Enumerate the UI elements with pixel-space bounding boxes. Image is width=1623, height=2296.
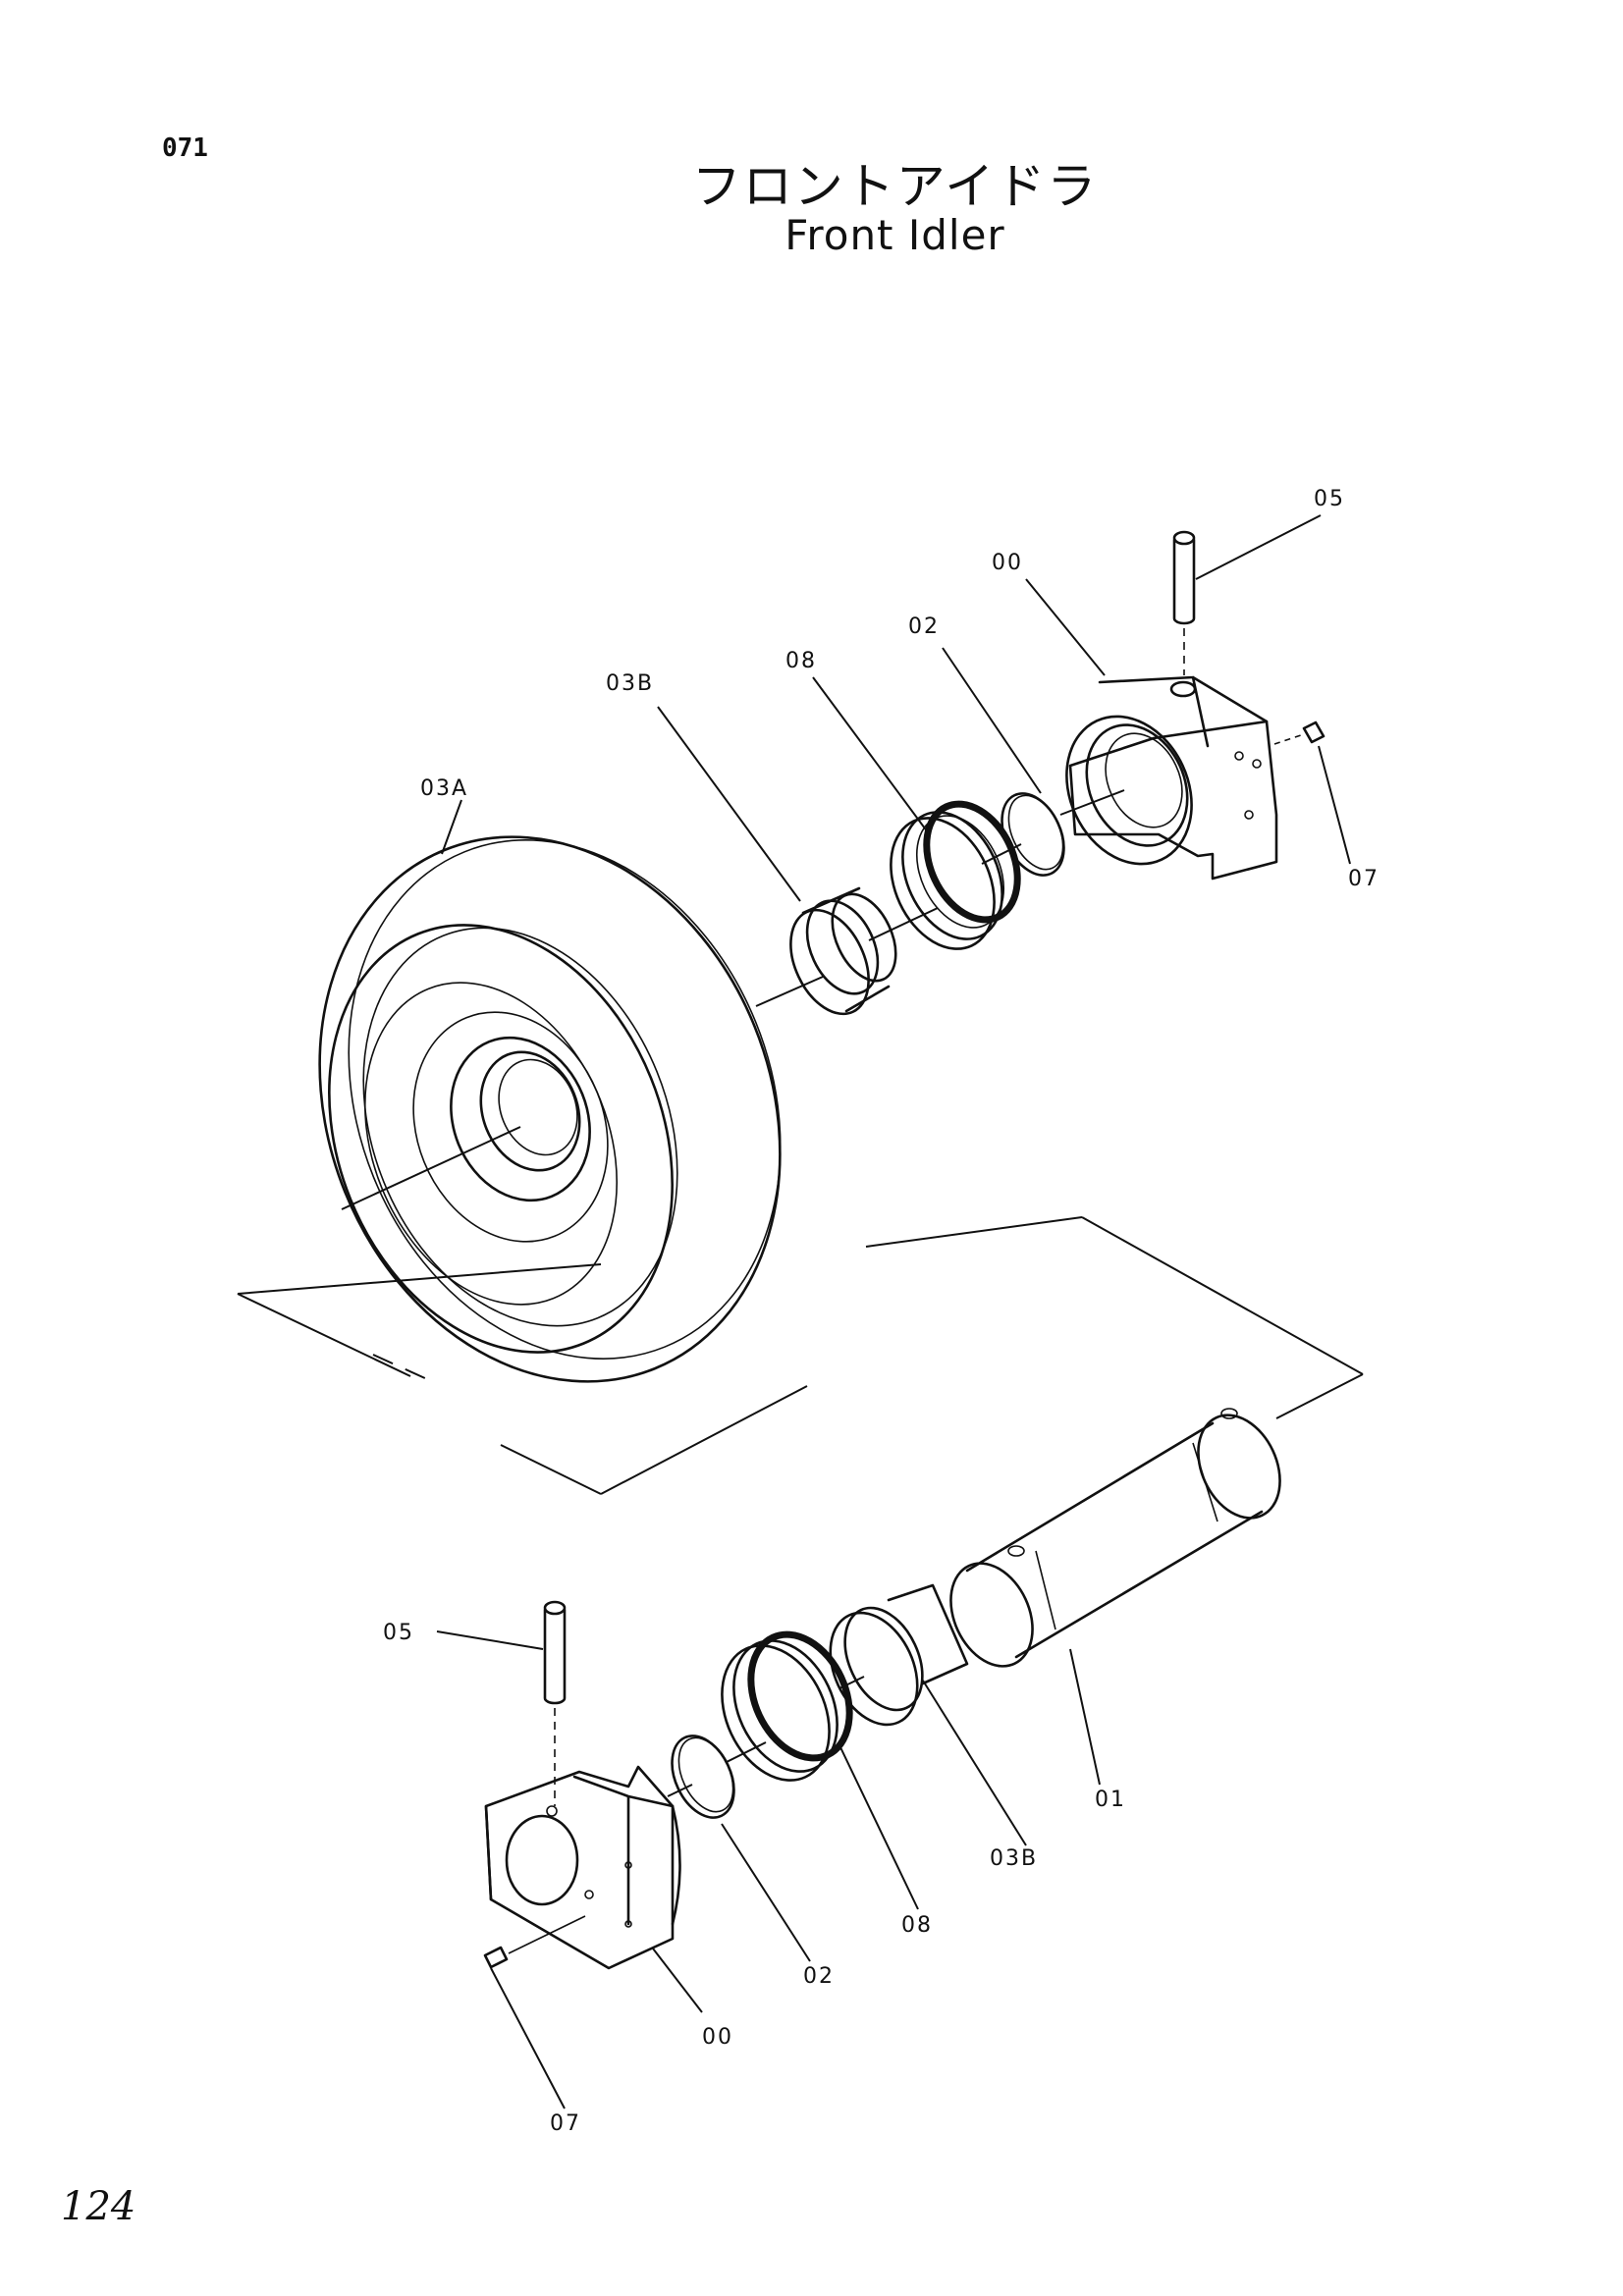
callout-02-lower: 02 [803, 1964, 835, 1989]
handwritten-page-number: 124 [61, 2184, 136, 2229]
pin-05-lower [543, 1600, 567, 1806]
set-screw-07-lower [483, 1915, 586, 1969]
axis-line-upper-5 [1059, 789, 1125, 816]
callout-00-lower: 00 [702, 2025, 733, 2050]
callout-03b-lower: 03B [990, 1846, 1038, 1871]
callout-07-upper: 07 [1348, 867, 1380, 891]
axis-line-upper-3 [868, 907, 939, 941]
callout-03a: 03A [420, 776, 468, 801]
callout-05-lower: 05 [383, 1621, 414, 1645]
title-english: Front Idler [784, 211, 1005, 259]
callout-03b-upper: 03B [606, 671, 654, 696]
seal-08-upper [890, 800, 1021, 950]
idler-wheel-03a [318, 835, 782, 1383]
set-screw-07-upper [1273, 721, 1325, 745]
callout-05-upper: 05 [1314, 487, 1345, 511]
callout-07-lower: 07 [550, 2111, 581, 2136]
axis-line-upper-2 [755, 976, 824, 1007]
pin-05-upper [1172, 530, 1196, 675]
callout-02-upper: 02 [908, 614, 940, 639]
section-number: 071 [162, 133, 208, 163]
seal-08-lower [721, 1630, 853, 1782]
support-block-00-upper [1065, 675, 1278, 881]
axis-line-upper-4 [981, 843, 1022, 865]
callout-00-upper: 00 [992, 551, 1023, 575]
callout-leaders [436, 514, 1351, 2109]
axis-line-lower-1 [726, 1741, 767, 1763]
callout-labels: 05 00 02 08 03B 03A 07 05 01 03B 08 02 0… [383, 487, 1380, 2136]
o-ring-02-upper [1001, 792, 1065, 877]
callout-08-lower: 08 [901, 1913, 933, 1938]
assembly-plane-outline [237, 1216, 1364, 1495]
axis-line-upper-1 [341, 1126, 521, 1210]
bushing-03b-upper [789, 886, 897, 1016]
support-block-00-lower [484, 1765, 681, 1970]
axis-line-lower-3 [667, 1784, 693, 1797]
axis-line-lower-2 [839, 1676, 865, 1689]
o-ring-02-lower [671, 1735, 735, 1819]
callout-01: 01 [1095, 1788, 1126, 1812]
bushing-03b-lower [829, 1583, 969, 1727]
title-japanese: フロントアイドラ [691, 158, 1099, 215]
shaft-01 [949, 1408, 1281, 1668]
callout-08-upper: 08 [785, 649, 817, 673]
